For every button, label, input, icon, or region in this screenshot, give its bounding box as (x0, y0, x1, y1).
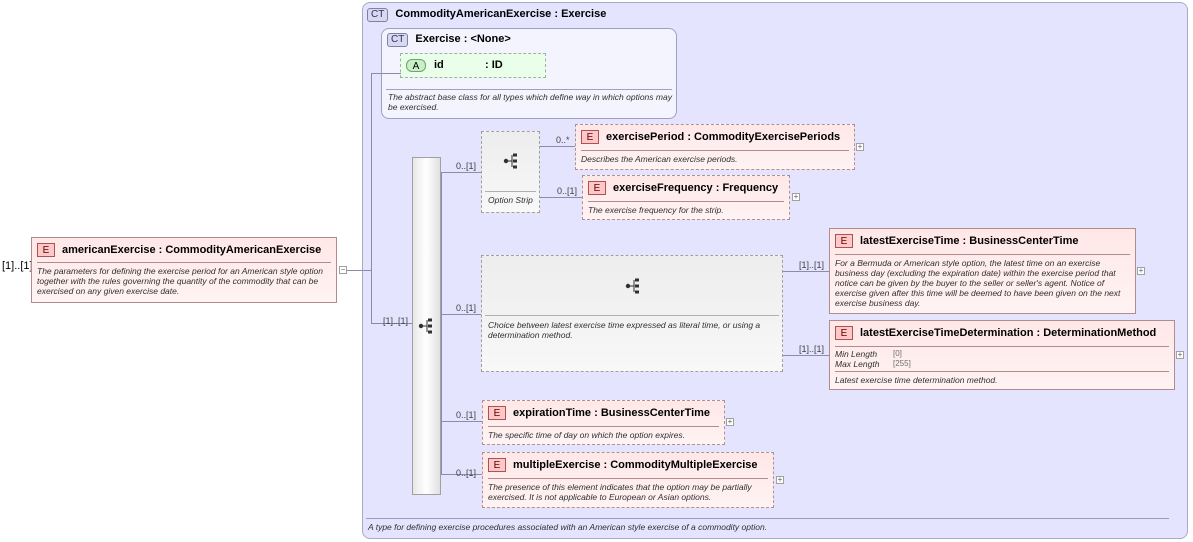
multiple-exercise-cardinality: 0..[1] (456, 468, 477, 478)
e-badge: E (488, 406, 506, 420)
collapse-icon[interactable]: − (339, 265, 347, 274)
element-doc: The exercise frequency for the strip. (588, 205, 724, 215)
option-strip-separator (485, 191, 536, 192)
attribute-name: id (434, 59, 444, 71)
element-title: exercisePeriod : CommodityExercisePeriod… (606, 131, 841, 143)
choice-separator (485, 315, 779, 316)
sequence-icon (418, 318, 432, 334)
choice-cardinality: 0..[1] (456, 303, 477, 313)
connector (347, 270, 371, 271)
connector (371, 323, 412, 324)
connector (540, 146, 575, 147)
choice-compositor[interactable]: Choice between latest exercise time expr… (481, 255, 783, 372)
connector (371, 73, 372, 323)
facet-min-length-value: [0] (893, 349, 902, 358)
element-title: expirationTime : BusinessCenterTime (513, 407, 711, 419)
expand-icon[interactable]: + (776, 475, 784, 484)
element-expiration-time[interactable]: E expirationTime : BusinessCenterTime Th… (482, 400, 725, 445)
element-exercise-period[interactable]: E exercisePeriod : CommodityExercisePeri… (575, 124, 855, 170)
choice-doc: Choice between latest exercise time expr… (488, 320, 761, 340)
exercise-period-cardinality: 0..* (556, 135, 570, 145)
root-e-badge: E (37, 243, 55, 257)
complex-type-title: CommodityAmericanExercise : Exercise (395, 8, 607, 20)
connector (540, 197, 582, 198)
element-doc: For a Bermuda or American style option, … (835, 258, 1121, 308)
element-doc: Latest exercise time determination metho… (835, 375, 998, 385)
root-separator (37, 262, 331, 263)
e-badge: E (581, 130, 599, 144)
latest-exercise-time-determination-cardinality: [1]..[1] (799, 344, 825, 354)
element-doc: The presence of this element indicates t… (488, 482, 752, 502)
expand-icon[interactable]: + (792, 192, 800, 201)
complex-type-doc: A type for defining exercise procedures … (368, 522, 768, 532)
element-title: latestExerciseTimeDetermination : Determ… (860, 327, 1157, 339)
sequence-cardinality: [1]..[1] (383, 316, 409, 326)
separator (835, 254, 1130, 255)
ct-badge: CT (367, 8, 389, 22)
ct-doc-separator (366, 518, 1169, 519)
expiration-time-cardinality: 0..[1] (456, 410, 477, 420)
choice-icon (625, 278, 639, 294)
connector (441, 474, 482, 475)
facet-max-length-label: Max Length (835, 359, 880, 369)
attribute-badge: A (406, 59, 426, 72)
option-strip-sequence[interactable]: Option Strip (481, 131, 540, 213)
expand-icon[interactable]: + (1176, 350, 1184, 359)
connector (441, 314, 481, 315)
base-ct-badge: CT (387, 33, 409, 47)
expand-icon[interactable]: + (1137, 266, 1145, 275)
separator (588, 201, 784, 202)
element-title: latestExerciseTime : BusinessCenterTime (860, 235, 1079, 247)
facet-min-length-label: Min Length (835, 349, 878, 359)
element-latest-exercise-time[interactable]: E latestExerciseTime : BusinessCenterTim… (829, 228, 1136, 314)
element-title: exerciseFrequency : Frequency (613, 182, 779, 194)
connector (441, 172, 481, 173)
element-latest-exercise-time-determination[interactable]: E latestExerciseTimeDetermination : Dete… (829, 320, 1175, 390)
connector (371, 73, 401, 74)
element-title: multipleExercise : CommodityMultipleExer… (513, 459, 758, 471)
base-doc-separator (386, 89, 672, 90)
root-element-doc: The parameters for defining the exercise… (37, 266, 323, 296)
e-badge: E (488, 458, 506, 472)
separator (488, 478, 768, 479)
e-badge: E (835, 326, 853, 340)
option-strip-cardinality: 0..[1] (456, 161, 477, 171)
expand-icon[interactable]: + (856, 142, 864, 151)
exercise-frequency-cardinality: 0..[1] (557, 186, 578, 196)
complex-type-header: CT CommodityAmericanExercise : Exercise (367, 8, 606, 22)
separator (835, 371, 1169, 372)
connector (441, 172, 442, 474)
element-exercise-frequency[interactable]: E exerciseFrequency : Frequency The exer… (582, 175, 790, 220)
attribute-type: : ID (485, 59, 503, 71)
element-doc: The specific time of day on which the op… (488, 430, 686, 440)
connector (783, 355, 829, 356)
element-doc: Describes the American exercise periods. (581, 154, 738, 164)
element-multiple-exercise[interactable]: E multipleExercise : CommodityMultipleEx… (482, 452, 774, 508)
connector (441, 421, 482, 422)
e-badge: E (588, 181, 606, 195)
root-cardinality: [1]..[1] (2, 260, 33, 272)
sequence-compositor[interactable] (412, 157, 441, 495)
separator (835, 346, 1169, 347)
e-badge: E (835, 234, 853, 248)
attribute-id[interactable]: A id : ID (400, 53, 546, 78)
separator (581, 150, 849, 151)
sequence-icon (503, 153, 517, 169)
root-element-title: americanExercise : CommodityAmericanExer… (62, 244, 322, 256)
connector (783, 271, 829, 272)
base-type-header: CT Exercise : <None> (387, 33, 511, 47)
option-strip-label: Option Strip (488, 195, 533, 205)
separator (488, 426, 719, 427)
base-type-doc: The abstract base class for all types wh… (388, 92, 672, 112)
base-type-title: Exercise : <None> (415, 33, 511, 45)
facet-max-length-value: [255] (893, 359, 911, 368)
latest-exercise-time-cardinality: [1]..[1] (799, 260, 825, 270)
root-element-american-exercise[interactable]: E americanExercise : CommodityAmericanEx… (31, 237, 337, 303)
expand-icon[interactable]: + (726, 417, 734, 426)
